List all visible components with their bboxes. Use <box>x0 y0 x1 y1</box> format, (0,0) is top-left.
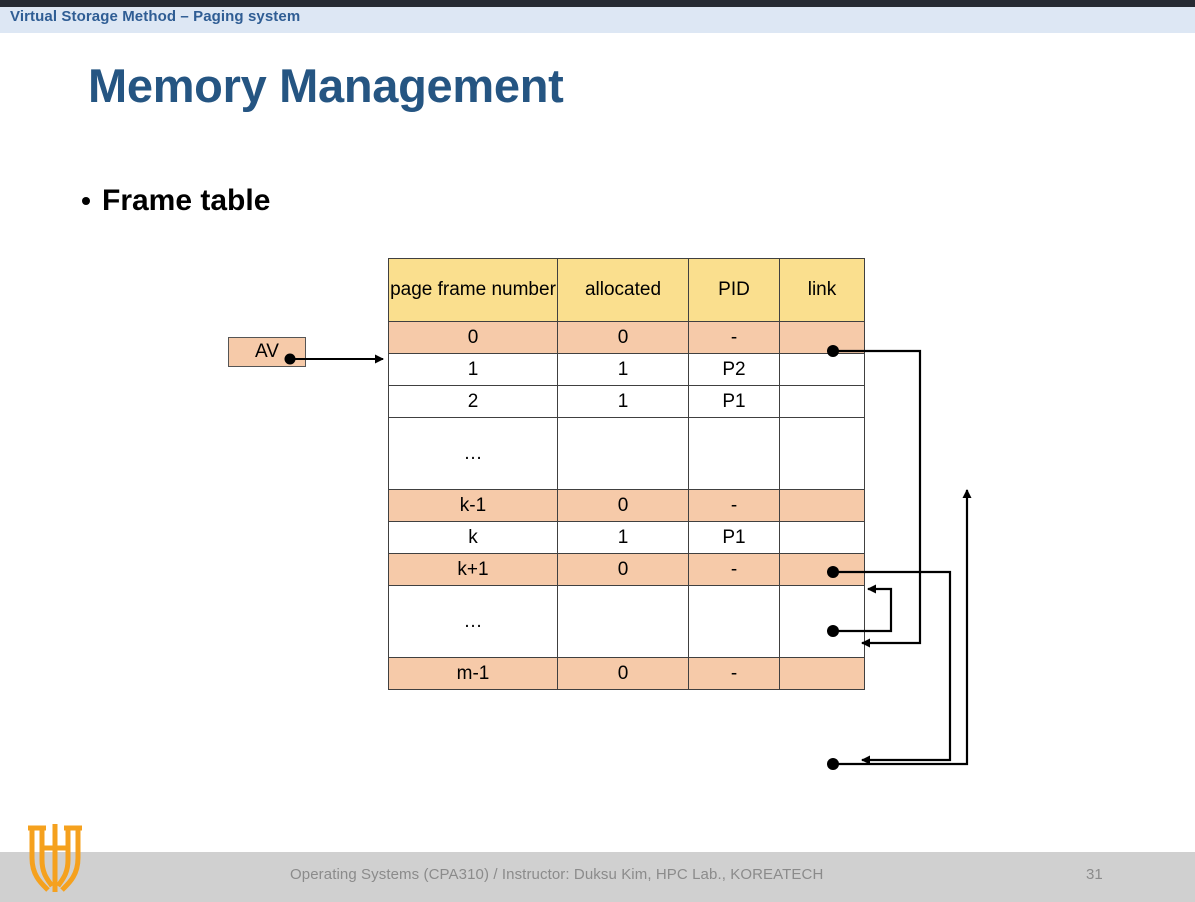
footer-band <box>0 852 1195 902</box>
bullet-label: Frame table <box>102 184 271 217</box>
frame-table-cell-frame: … <box>388 585 558 658</box>
av-label: AV <box>255 341 279 362</box>
av-pointer-box: AV <box>228 337 306 367</box>
frame-table-col-header: link <box>779 258 865 322</box>
frame-table-cell-pid: P1 <box>688 385 780 418</box>
frame-table-cell-link <box>779 657 865 690</box>
frame-table-cell-pid <box>688 417 780 490</box>
frame-table-cell-allocated: 0 <box>557 321 689 354</box>
frame-table-cell-frame: 1 <box>388 353 558 386</box>
table-row: … <box>388 585 865 658</box>
frame-table-cell-frame: k <box>388 521 558 554</box>
frame-table-cell-frame: k+1 <box>388 553 558 586</box>
slide-header-band <box>0 7 1195 33</box>
frame-table-cell-pid: P2 <box>688 353 780 386</box>
frame-table-cell-allocated: 1 <box>557 385 689 418</box>
frame-table-cell-link <box>779 321 865 354</box>
frame-table-cell-link <box>779 553 865 586</box>
frame-table-cell-allocated: 0 <box>557 657 689 690</box>
frame-table-cell-allocated <box>557 417 689 490</box>
footer-page-number: 31 <box>1086 866 1103 883</box>
top-accent-strip <box>0 0 1195 7</box>
slide-header-label: Virtual Storage Method – Paging system <box>10 8 301 25</box>
frame-table-cell-link <box>779 385 865 418</box>
table-row: … <box>388 417 865 490</box>
frame-table-cell-pid <box>688 585 780 658</box>
frame-table-cell-allocated: 0 <box>557 489 689 522</box>
bullet-frame-table: Frame table <box>82 184 270 218</box>
frame-table-cell-link <box>779 521 865 554</box>
frame-table-col-header: allocated <box>557 258 689 322</box>
page-title: Memory Management <box>88 59 564 112</box>
frame-table-cell-frame: 2 <box>388 385 558 418</box>
frame-table-cell-allocated <box>557 585 689 658</box>
frame-table-col-header: page frame number <box>388 258 558 322</box>
bullet-point-icon <box>82 197 90 205</box>
frame-table-cell-pid: - <box>688 321 780 354</box>
frame-table-col-header: PID <box>688 258 780 322</box>
koreatech-logo-icon <box>28 824 82 892</box>
frame-table-cell-link <box>779 353 865 386</box>
frame-table-cell-frame: m-1 <box>388 657 558 690</box>
frame-table-cell-link <box>779 417 865 490</box>
frame-table-cell-link <box>779 489 865 522</box>
frame-table-cell-frame: 0 <box>388 321 558 354</box>
frame-table-cell-pid: - <box>688 657 780 690</box>
frame-table-cell-frame: … <box>388 417 558 490</box>
frame-table-cell-pid: P1 <box>688 521 780 554</box>
frame-table-cell-frame: k-1 <box>388 489 558 522</box>
frame-table-cell-allocated: 1 <box>557 353 689 386</box>
frame-table-cell-link <box>779 585 865 658</box>
footer-course-text: Operating Systems (CPA310) / Instructor:… <box>290 866 824 883</box>
frame-table-cell-allocated: 0 <box>557 553 689 586</box>
frame-table-cell-pid: - <box>688 553 780 586</box>
frame-table-cell-allocated: 1 <box>557 521 689 554</box>
frame-table-cell-pid: - <box>688 489 780 522</box>
